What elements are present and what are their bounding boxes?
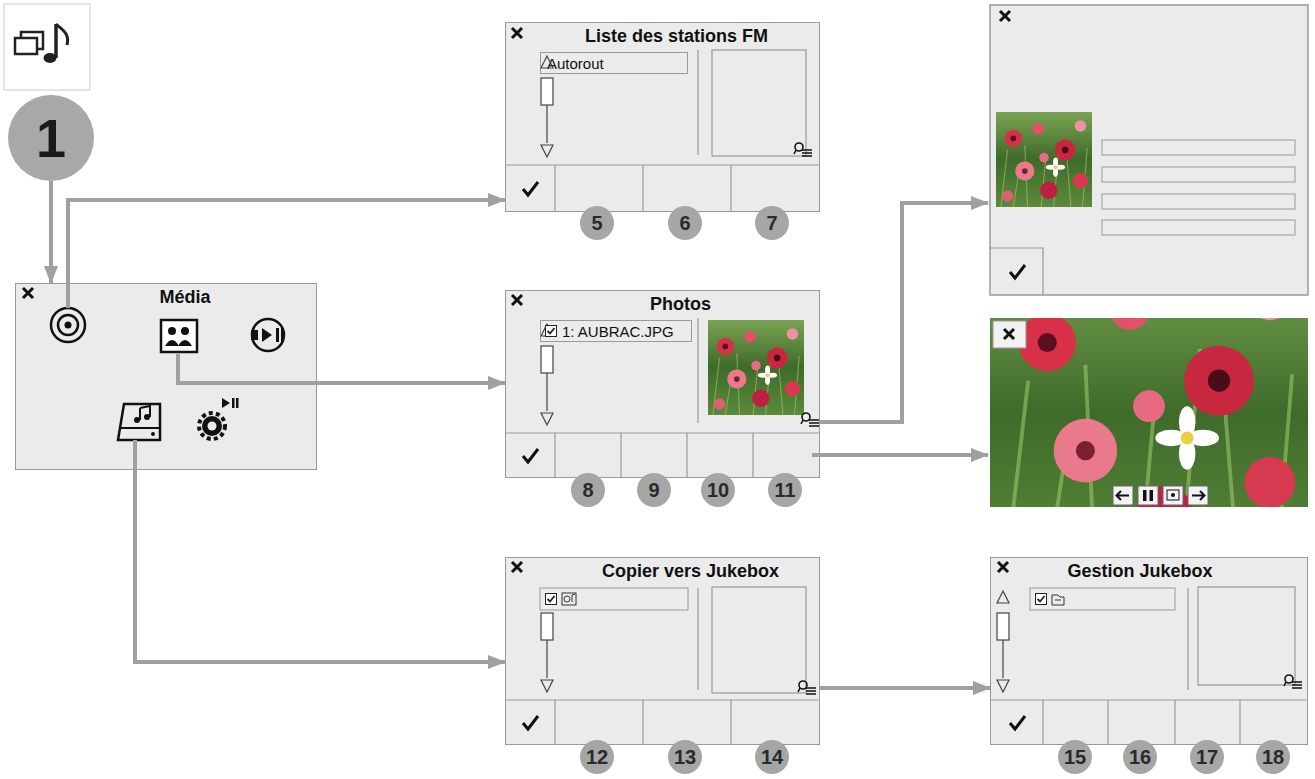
callout-number: 18 [1256,740,1290,774]
close-icon [1000,11,1010,21]
fullscreen-photo [1171,493,1175,497]
callout-number: 10 [701,473,735,507]
callout-number: 11 [768,473,802,507]
photo-details-screen [990,5,1308,295]
photo-details-screen [1102,194,1295,209]
callout-number: 9 [637,473,671,507]
fullscreen-photo [1192,491,1205,500]
fullscreen-photo [1143,490,1147,501]
screen-title: Photos [524,294,837,315]
media-key-icon [15,38,37,54]
callout-number: 7 [755,206,789,240]
photo-details-screen [990,5,1308,295]
flow-arrow [317,381,505,385]
media-key-icon [4,4,90,90]
flow-arrow [135,470,505,662]
screen-box: Gestion Jukebox [990,557,1308,745]
fullscreen-photo [1117,491,1130,500]
screen-title: Copier vers Jukebox [534,561,847,582]
media-key-icon [44,53,57,63]
callout-number: 14 [755,740,789,774]
fullscreen-photo [990,254,1308,572]
callout-number: 16 [1123,740,1157,774]
flow-arrow [820,686,990,690]
screen-title: Liste des stations FM [520,26,833,47]
screen-box: Média [15,283,317,470]
fullscreen-photo [1138,486,1158,505]
callout-number: 13 [668,740,702,774]
screen-box: Copier vers Jukebox [505,557,820,745]
flow-arrow [49,181,53,283]
photo-details-screen [1000,11,1010,21]
list-item: 1: AUBRAC.JPG [540,320,692,342]
fullscreen-photo [1167,490,1179,500]
close-icon [23,11,1010,572]
confirm-check [1010,265,1025,278]
leader-line [812,453,988,457]
screen-box: Photos1: AUBRAC.JPG [505,290,820,478]
flow-arrow [68,200,505,283]
screen-title: Gestion Jukebox [982,561,1298,582]
photo-details-screen [996,112,1092,208]
photo-details-screen [1102,140,1295,155]
media-key-icon [54,24,58,58]
callout-number: 8 [571,473,605,507]
step-circle: 1 [8,95,94,181]
fullscreen-photo [993,321,1026,348]
fullscreen-photo [990,254,1308,572]
leader-line [820,203,988,422]
photo-details-screen [1010,265,1025,278]
callout-number: 6 [668,206,702,240]
callout-number: 12 [580,740,614,774]
step-number: 1 [36,111,66,165]
fullscreen-photo [1004,329,1014,339]
fullscreen-photo [1163,486,1183,505]
screen-title: Média [35,287,335,308]
photo-details-screen [990,248,1043,295]
callout-number: 5 [580,206,614,240]
media-key-icon [4,4,90,90]
fullscreen-photo [1188,486,1208,505]
item-label: 1: AUBRAC.JPG [541,323,674,340]
item-label: Autorout [541,55,604,72]
media-key-icon [56,24,68,45]
media-key-icon [21,32,43,49]
fullscreen-photo [1150,490,1154,501]
toolbar-lines [505,165,1308,745]
photo-details-screen [1102,220,1295,235]
screen-box: Liste des stations FMAutorout [505,22,820,212]
photo-details-screen [1102,167,1295,182]
list-item: Autorout [540,52,688,74]
fullscreen-photo [1113,486,1133,505]
fullscreen-photo [990,254,1308,572]
callout-number: 15 [1058,740,1092,774]
callout-number: 17 [1190,740,1224,774]
